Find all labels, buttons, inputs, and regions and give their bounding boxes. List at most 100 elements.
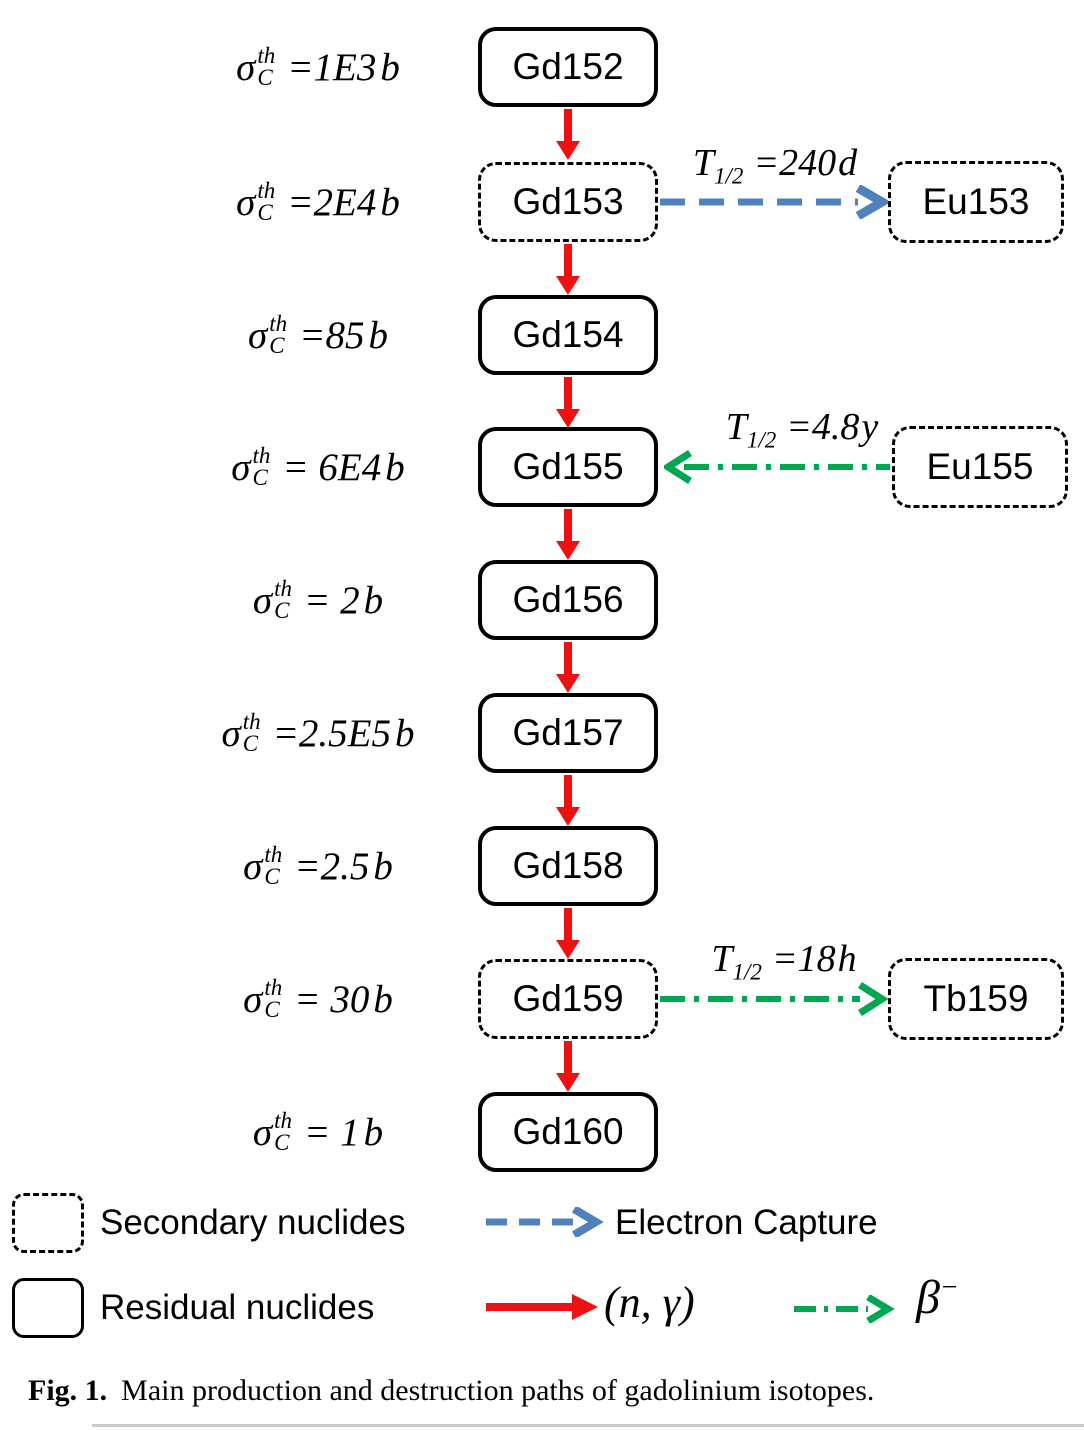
legend-n-gamma-label: (n, γ)	[604, 1278, 695, 1327]
node-gd157: Gd157	[478, 693, 658, 773]
sigma-sup: th	[274, 1108, 293, 1134]
sigma-value: = 6E4	[282, 445, 382, 489]
sigma-symbol: σ	[221, 711, 241, 755]
arrow-head	[571, 1207, 604, 1237]
sigma-unit: b	[373, 977, 393, 1021]
sigma-value: =2E4	[287, 180, 377, 224]
sigma-unit: b	[385, 445, 405, 489]
caption-text: Main production and destruction paths of…	[121, 1374, 875, 1407]
sigma-value: = 2	[304, 578, 360, 622]
n-gamma-arrow-gd157-gd158	[556, 775, 580, 826]
sigma-sub: C	[252, 465, 268, 490]
sigma-sup: th	[257, 43, 276, 69]
sigma-symbol: σ	[236, 180, 256, 224]
node-label: Eu155	[926, 446, 1034, 487]
node-eu153: Eu153	[888, 161, 1064, 243]
sigma-sub: C	[269, 333, 285, 358]
node-label: Gd157	[512, 712, 624, 753]
arrow-head	[572, 1294, 598, 1320]
hl-value: =240	[753, 142, 837, 184]
sigma-sub: C	[264, 997, 280, 1022]
hl-symbol: T	[725, 406, 747, 448]
arrow-head	[858, 982, 888, 1016]
node-gd153: Gd153	[478, 162, 658, 242]
legend-electron-capture-arrow	[486, 1207, 604, 1237]
arrow-head	[556, 807, 580, 826]
sigma-symbol: σ	[231, 445, 251, 489]
arrow-head	[855, 185, 888, 219]
node-label: Tb159	[923, 978, 1029, 1019]
beta-arrow-eu155-gd155	[664, 450, 890, 484]
sigma-value: = 1	[304, 1110, 360, 1154]
sigma-unit: b	[368, 313, 388, 357]
node-label: Gd160	[512, 1111, 624, 1152]
beta-superscript-minus: −	[939, 1272, 959, 1303]
sigma-sub: C	[257, 65, 273, 90]
node-gd152: Gd152	[478, 27, 658, 107]
sigma-value: =1E3	[287, 45, 377, 89]
sigma-symbol: σ	[243, 844, 263, 888]
node-label: Gd155	[512, 446, 624, 487]
hl-unit: h	[837, 938, 857, 980]
legend-secondary-label: Secondary nuclides	[100, 1203, 406, 1242]
sigma-unit: b	[380, 180, 400, 224]
arrow-head	[866, 1295, 895, 1323]
sigma-symbol: σ	[252, 1110, 273, 1154]
beta-arrow-gd159-tb159	[660, 982, 888, 1016]
sigma-sub: C	[274, 1130, 290, 1155]
half-life-label-gd159: T1/2 =18h	[674, 937, 894, 986]
sigma-unit: b	[363, 1110, 384, 1154]
arrow-head	[556, 674, 580, 693]
hl-sub: 1/2	[732, 959, 762, 985]
node-label: Gd159	[512, 978, 624, 1019]
legend-n-gamma-arrow	[486, 1294, 598, 1320]
sigma-unit: b	[380, 45, 400, 89]
arrow-head	[556, 1073, 580, 1092]
node-label: Gd153	[512, 181, 624, 222]
node-label: Gd158	[512, 845, 624, 886]
node-label: Gd156	[512, 579, 624, 620]
arrow-head	[556, 141, 580, 160]
sigma-unit: b	[363, 578, 384, 622]
legend-beta-arrow	[794, 1295, 895, 1323]
legend-electron-capture-label: Electron Capture	[615, 1203, 878, 1242]
arrow-head	[556, 409, 580, 428]
node-gd155: Gd155	[478, 427, 658, 507]
sigma-sup: th	[257, 178, 276, 204]
legend-residual-swatch	[12, 1278, 84, 1338]
sigma-sub: C	[264, 864, 280, 889]
arrow-head	[556, 276, 580, 295]
hl-sub: 1/2	[714, 163, 744, 189]
node-label: Gd152	[512, 46, 624, 87]
node-tb159: Tb159	[888, 958, 1064, 1040]
sigma-sup: th	[264, 975, 283, 1001]
sigma-sup: th	[274, 576, 293, 602]
caption-label: Fig. 1.	[28, 1374, 108, 1407]
node-eu155: Eu155	[892, 426, 1068, 508]
sigma-sub: C	[242, 731, 259, 756]
sigma-value: =85	[299, 313, 365, 357]
node-gd158: Gd158	[478, 826, 658, 906]
sigma-value: =2.5E5	[272, 711, 391, 755]
beta-symbol: β	[916, 1271, 940, 1324]
sigma-value: =2.5	[294, 844, 370, 888]
node-label: Eu153	[922, 181, 1030, 222]
n-gamma-arrow-gd159-gd160	[556, 1041, 580, 1092]
sigma-sup: th	[269, 311, 288, 337]
hl-symbol: T	[711, 938, 733, 980]
hl-value: =18	[771, 938, 836, 980]
